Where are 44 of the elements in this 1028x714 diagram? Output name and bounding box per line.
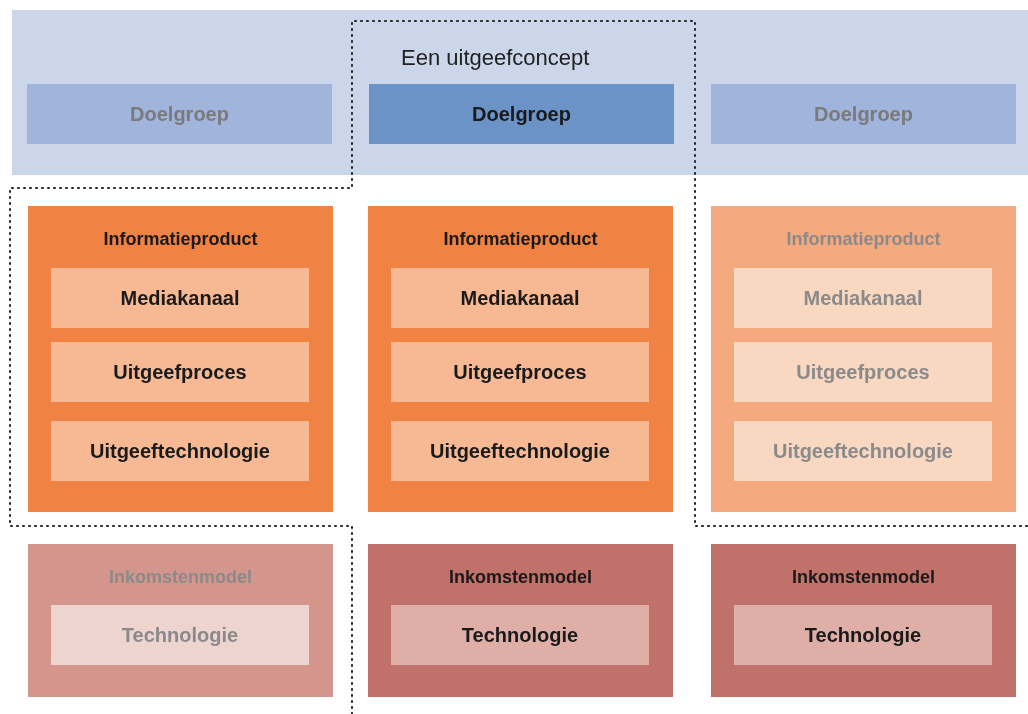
product-panel: [711, 206, 1016, 512]
component-box: [51, 342, 309, 402]
panel-heading: Informatieproduct: [442, 228, 599, 251]
box-label: Doelgroep: [130, 102, 229, 127]
component-box: [734, 605, 992, 665]
box-label: Uitgeeftechnologie: [90, 439, 270, 464]
box-label: Uitgeefproces: [453, 360, 587, 385]
panel-heading: Informatieproduct: [785, 228, 942, 251]
component-box: [391, 605, 649, 665]
component-box: [51, 421, 309, 481]
panel-heading: Inkomstenmodel: [108, 566, 253, 589]
component-box: [51, 268, 309, 328]
box-label: Technologie: [804, 623, 922, 648]
panel-heading: Inkomstenmodel: [791, 566, 936, 589]
component-box: [391, 342, 649, 402]
box-label: Mediakanaal: [460, 286, 580, 311]
box-label: Technologie: [121, 623, 239, 648]
box-label: Uitgeeftechnologie: [773, 439, 953, 464]
component-box: [734, 342, 992, 402]
component-box: [51, 605, 309, 665]
revenue-panel: [711, 544, 1016, 697]
box-label: Mediakanaal: [803, 286, 923, 311]
box-label: Uitgeefproces: [113, 360, 247, 385]
box-label: Technologie: [461, 623, 579, 648]
component-box: [391, 268, 649, 328]
audience-box: [711, 84, 1016, 144]
revenue-panel: [368, 544, 673, 697]
component-box: [391, 421, 649, 481]
revenue-panel: [28, 544, 333, 697]
box-label: Uitgeeftechnologie: [430, 439, 610, 464]
panel-heading: Inkomstenmodel: [448, 566, 593, 589]
box-label: Mediakanaal: [120, 286, 240, 311]
box-label: Uitgeefproces: [796, 360, 930, 385]
product-panel: [28, 206, 333, 512]
audience-box: [369, 84, 674, 144]
concept-title: Een uitgeefconcept: [401, 44, 590, 72]
product-panel: [368, 206, 673, 512]
component-box: [734, 421, 992, 481]
audience-band: [12, 10, 1028, 175]
box-label: Doelgroep: [814, 102, 913, 127]
box-label: Doelgroep: [472, 102, 571, 127]
audience-box: [27, 84, 332, 144]
component-box: [734, 268, 992, 328]
panel-heading: Informatieproduct: [102, 228, 259, 251]
